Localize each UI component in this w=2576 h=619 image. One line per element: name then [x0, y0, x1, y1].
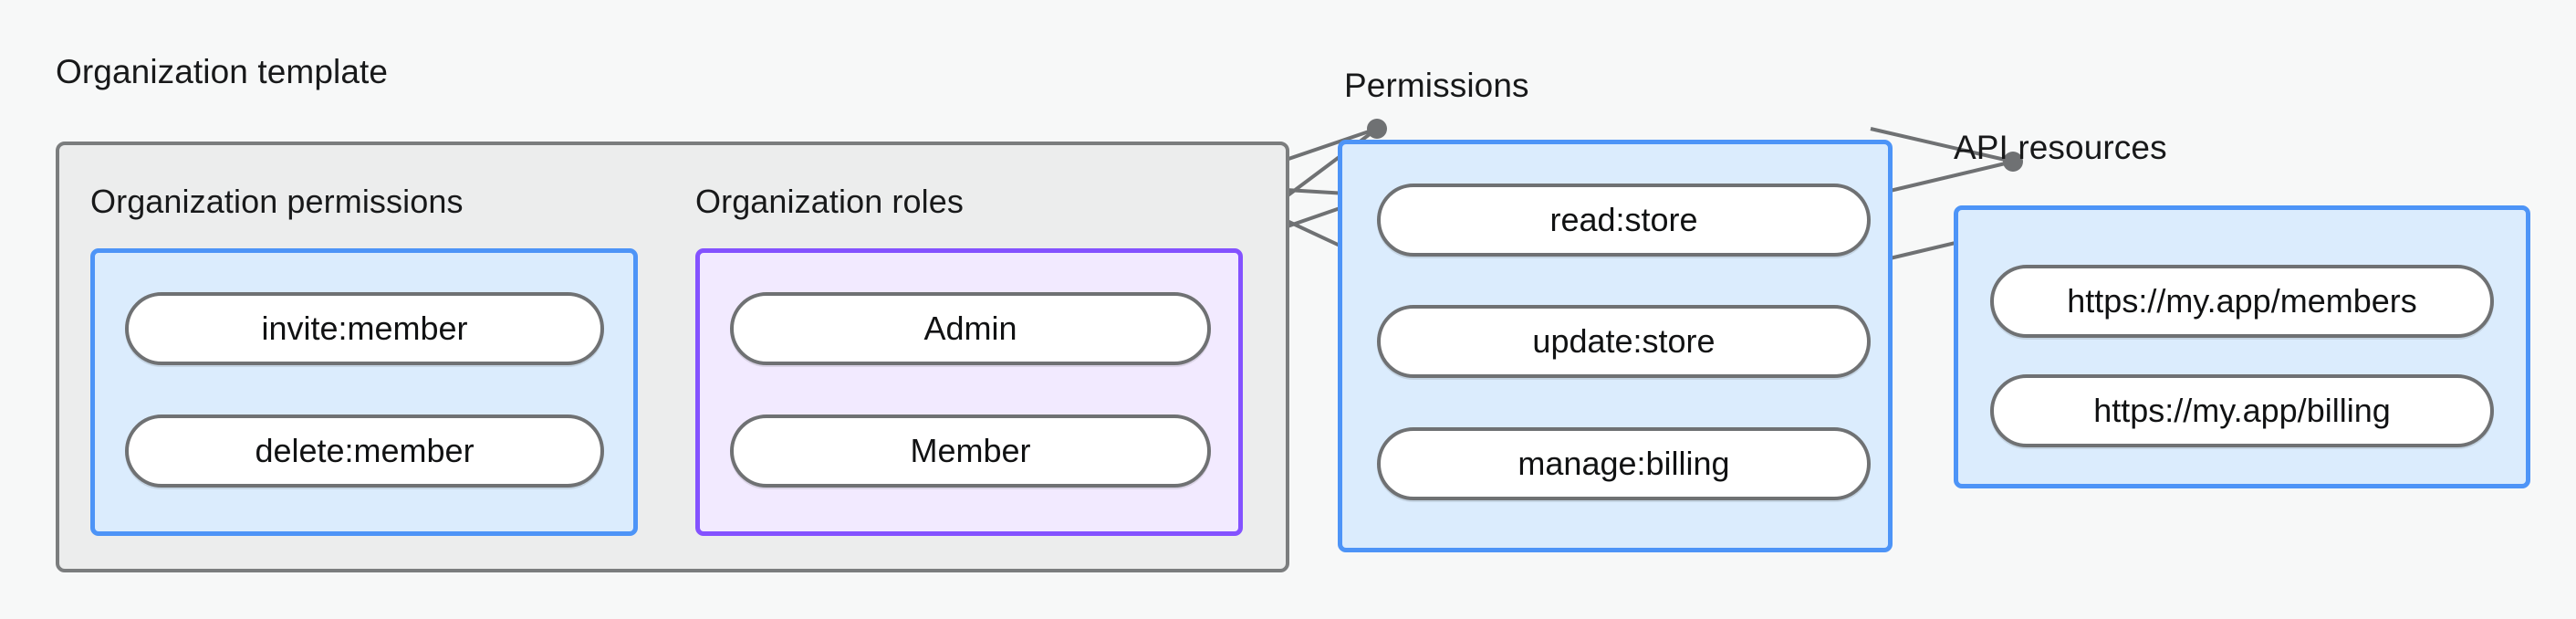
- anchor-dot-read-store: [1367, 119, 1387, 139]
- node-billing-url[interactable]: https://my.app/billing: [1990, 374, 2494, 447]
- organization-roles-title: Organization roles: [695, 183, 964, 220]
- node-read-store[interactable]: read:store: [1377, 184, 1871, 257]
- node-members-url[interactable]: https://my.app/members: [1990, 265, 2494, 338]
- node-delete-member[interactable]: delete:member: [125, 414, 604, 488]
- organization-template-title: Organization template: [56, 53, 389, 90]
- organization-permissions-title: Organization permissions: [90, 183, 464, 220]
- node-admin[interactable]: Admin: [730, 292, 1211, 365]
- node-update-store[interactable]: update:store: [1377, 305, 1871, 378]
- node-invite-member[interactable]: invite:member: [125, 292, 604, 365]
- node-manage-billing[interactable]: manage:billing: [1377, 427, 1871, 500]
- node-member[interactable]: Member: [730, 414, 1211, 488]
- api-resources-title: API resources: [1954, 129, 2167, 166]
- permissions-title: Permissions: [1344, 67, 1529, 104]
